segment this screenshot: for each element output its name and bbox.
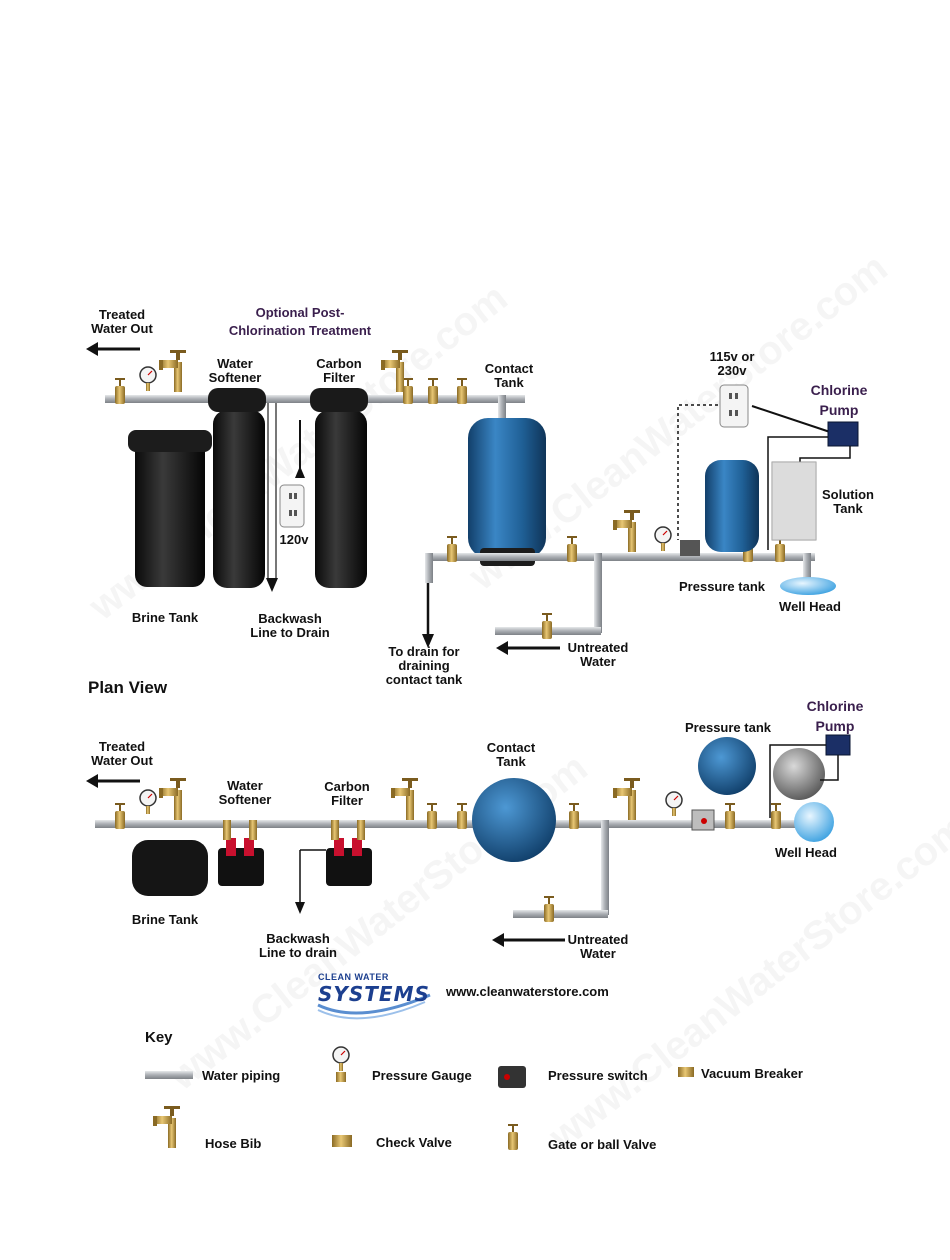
- plan-view-title: Plan View: [88, 681, 208, 695]
- plan-label-carbon-filter: Carbon Filter: [308, 780, 386, 808]
- outlet-115-230: [720, 385, 748, 427]
- label-carbon-filter: Carbon Filter: [300, 357, 378, 385]
- label-well-head: Well Head: [770, 600, 850, 614]
- label-backwash: Backwash Line to Drain: [238, 612, 342, 640]
- plan-label-chlorine-pump: Chlorine Pump: [796, 696, 874, 736]
- key-label-vacuum-breaker: Vacuum Breaker: [701, 1066, 803, 1081]
- label-treated-water-out: Treated Water Out: [88, 308, 156, 336]
- label-solution-tank: Solution Tank: [812, 488, 884, 516]
- label-pressure-tank: Pressure tank: [670, 580, 774, 594]
- plan-label-well-head: Well Head: [766, 846, 846, 860]
- key-title: Key: [145, 1031, 205, 1045]
- label-drain-contact: To drain for draining contact tank: [374, 645, 474, 687]
- plan-brine-tank: [132, 840, 208, 896]
- plan-label-pressure-tank: Pressure tank: [676, 721, 780, 735]
- logo-main-text: SYSTEMS: [318, 982, 430, 1006]
- key-label-water-piping: Water piping: [202, 1068, 280, 1083]
- plan-well-head: [794, 802, 834, 842]
- plan-carbon-filter: [326, 848, 372, 886]
- plan-label-untreated-water: Untreated Water: [560, 933, 636, 961]
- label-contact-tank: Contact Tank: [470, 362, 548, 390]
- clean-water-systems-logo: CLEAN WATER SYSTEMS: [318, 972, 430, 1006]
- plan-label-backwash: Backwash Line to drain: [246, 932, 350, 960]
- label-post-chlorination: Optional Post- Chlorination Treatment: [222, 304, 378, 340]
- plan-label-water-softener: Water Softener: [206, 779, 284, 807]
- label-outlet-voltage: 115v or 230v: [696, 350, 768, 378]
- well-head-elev: [780, 577, 836, 595]
- plan-chlorine-pump: [826, 735, 850, 755]
- label-water-softener: Water Softener: [196, 357, 274, 385]
- plan-label-brine-tank: Brine Tank: [122, 913, 208, 927]
- brine-tank: [135, 437, 205, 587]
- key-pressure-switch-icon: [498, 1066, 526, 1088]
- key-label-pressure-gauge: Pressure Gauge: [372, 1068, 472, 1083]
- plan-softener: [218, 848, 264, 886]
- pressure-switch-elev: [680, 540, 700, 556]
- key-water-piping-icon: [145, 1071, 193, 1079]
- plan-solution-tank: [773, 748, 825, 800]
- logo-top-text: CLEAN WATER: [318, 972, 430, 982]
- plan-main-pipe: [95, 820, 795, 828]
- label-chlorine-pump: Chlorine Pump: [800, 380, 878, 420]
- website-link[interactable]: www.cleanwaterstore.com: [446, 985, 646, 999]
- key-pressure-gauge-icon: [333, 1047, 349, 1071]
- key-gate-valve-icon: [508, 1124, 518, 1150]
- plan-label-contact-tank: Contact Tank: [472, 741, 550, 769]
- key-vacuum-breaker-icon: [678, 1067, 694, 1077]
- lower-pipe: [425, 553, 815, 561]
- outlet-120v: [280, 485, 304, 527]
- water-softener-tank: [213, 410, 265, 588]
- key-label-pressure-switch: Pressure switch: [548, 1068, 648, 1083]
- plan-contact-tank: [472, 778, 556, 862]
- pressure-tank-elev: [705, 460, 759, 552]
- key-label-check-valve: Check Valve: [376, 1135, 452, 1150]
- key-label-hose-bib: Hose Bib: [205, 1136, 261, 1151]
- label-brine-tank: Brine Tank: [122, 611, 208, 625]
- key-label-gate-valve: Gate or ball Valve: [548, 1137, 656, 1152]
- contact-tank: [468, 418, 546, 558]
- label-120v: 120v: [276, 533, 312, 547]
- chlorine-pump-elev: [828, 422, 858, 446]
- plan-pressure-tank: [698, 737, 756, 795]
- carbon-filter-tank: [315, 410, 367, 588]
- plan-label-treated-water-out: Treated Water Out: [88, 740, 156, 768]
- key-check-valve-icon: [332, 1135, 352, 1147]
- key-hose-bib-icon: [153, 1106, 180, 1148]
- label-untreated-water: Untreated Water: [560, 641, 636, 669]
